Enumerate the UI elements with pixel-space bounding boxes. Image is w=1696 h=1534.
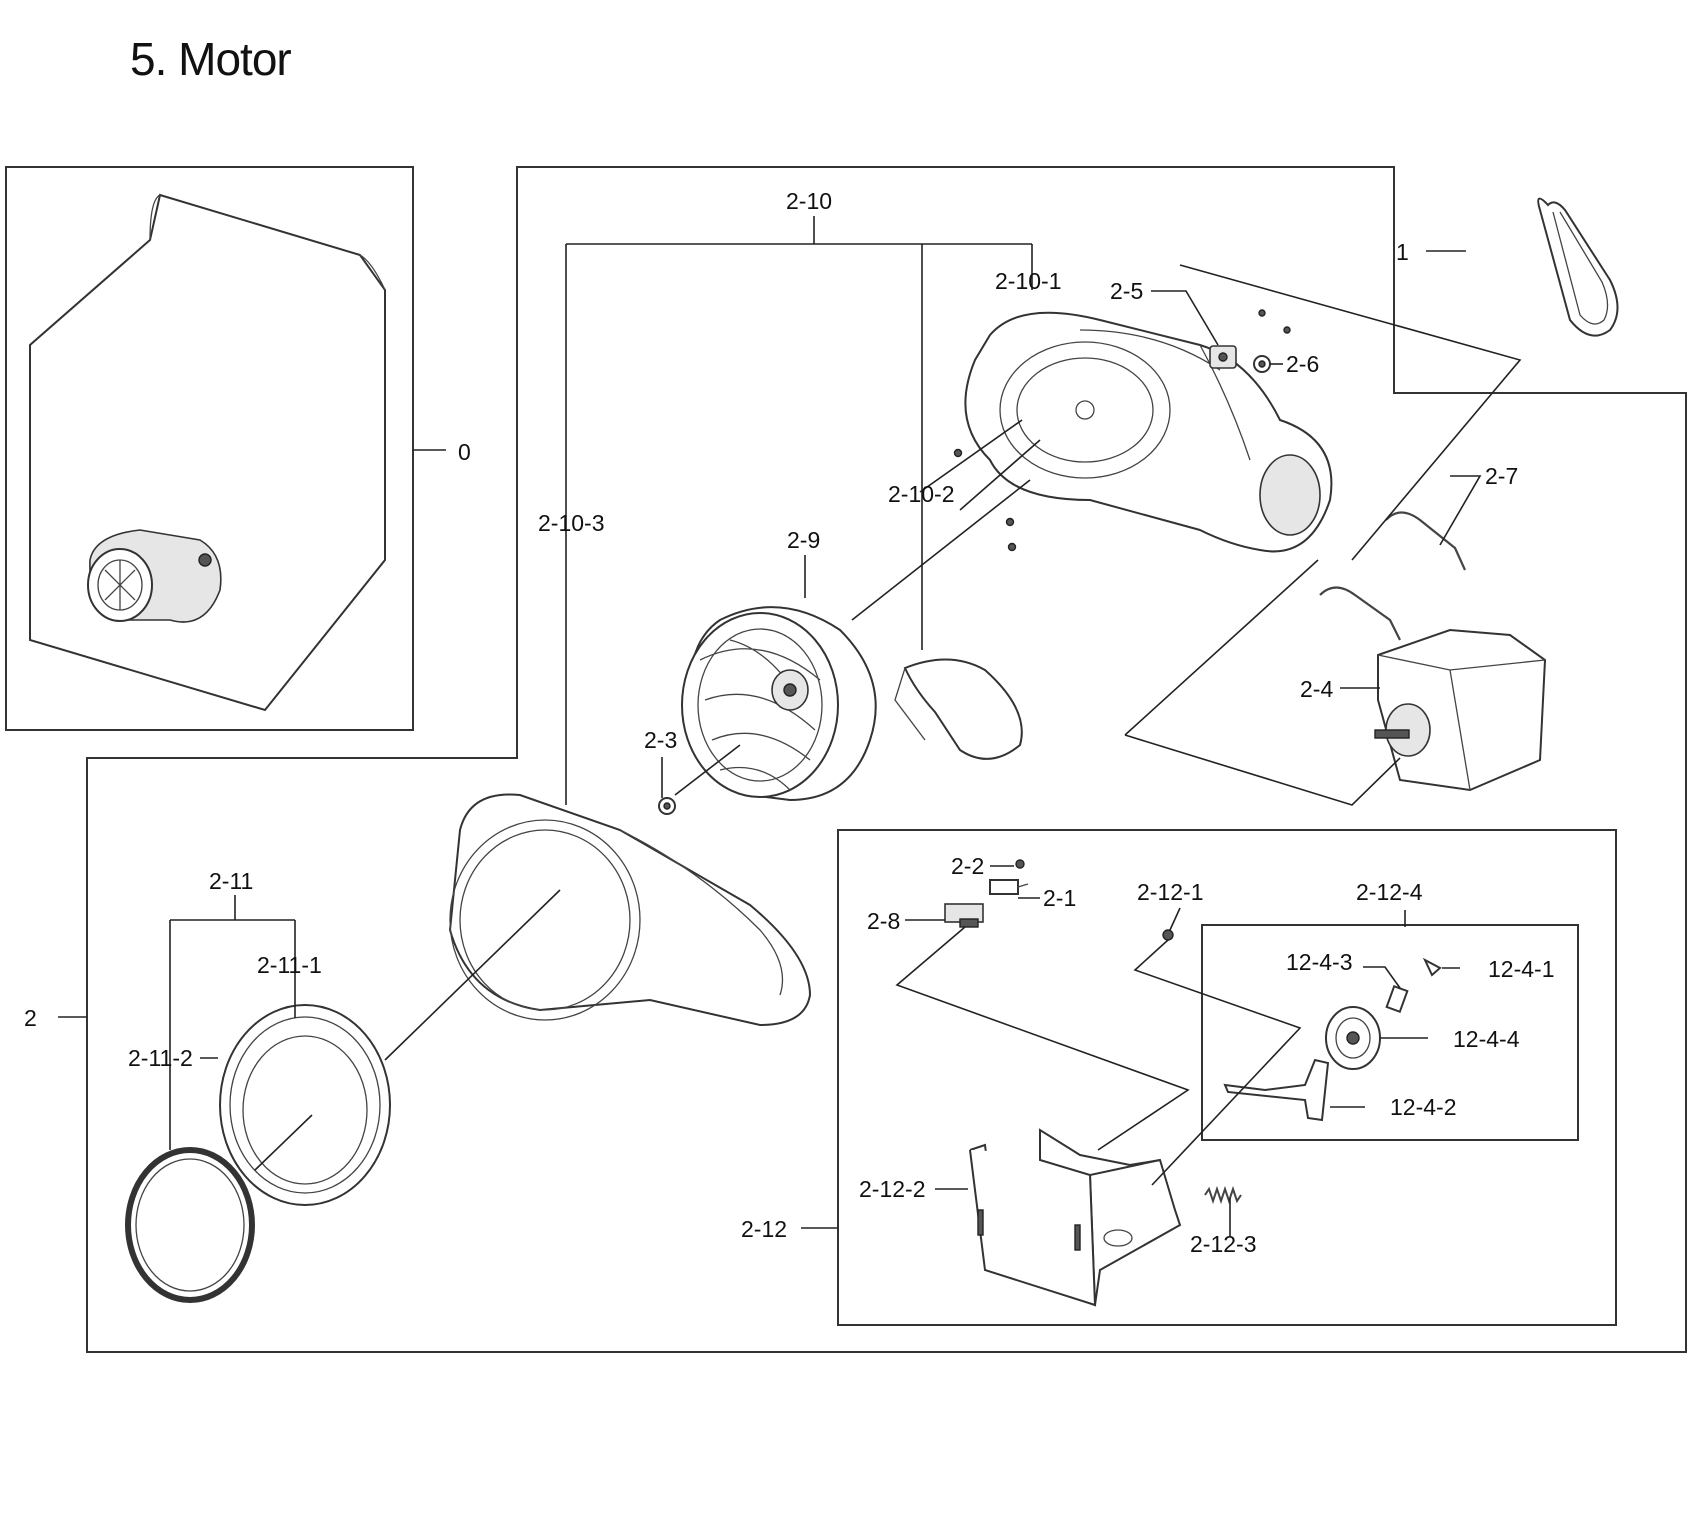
drive-belt-drawing [1537, 197, 1619, 337]
assembly-2-12-frame [837, 829, 1617, 1326]
label-2-10: 2-10 [786, 188, 832, 214]
label-2-8: 2-8 [867, 908, 900, 934]
dryer-cabinet-drawing [29, 193, 386, 712]
spring-2-12-3-drawing [1204, 1185, 1242, 1205]
rear-fan-housing-drawing [964, 311, 1333, 553]
label-2-5: 2-5 [1110, 278, 1143, 304]
assembly-0-frame [5, 166, 414, 731]
label-2-2: 2-2 [951, 853, 984, 879]
shaft-12-4-3-drawing [1385, 984, 1409, 1014]
seal-ring-2-11-2-drawing [125, 1147, 255, 1303]
label-2-12: 2-12 [741, 1216, 787, 1242]
screws-2-10-2-drawing [953, 309, 1291, 552]
screw-12-4-1-drawing [1422, 957, 1442, 977]
nut-2-3-drawing [658, 797, 676, 815]
nut-2-6-drawing [1253, 355, 1271, 373]
label-2-12-1: 2-12-1 [1137, 879, 1203, 905]
screw-2-12-1-drawing [1162, 929, 1174, 941]
idler-pulley-12-4-4-drawing [1325, 1006, 1381, 1070]
front-fan-housing-drawing [448, 793, 812, 1027]
label-12-4-2: 12-4-2 [1390, 1094, 1456, 1120]
assembly-2-frame [86, 166, 1687, 1353]
label-12-4-3: 12-4-3 [1286, 949, 1352, 975]
label-2-11: 2-11 [209, 868, 253, 894]
label-2-10-3: 2-10-3 [538, 510, 604, 536]
label-2-12-2: 2-12-2 [859, 1176, 925, 1202]
part-labels: 0 1 2 2-1 2-2 2-3 2-4 2-5 2-6 2-7 2-8 2-… [24, 188, 1554, 1257]
air-duct-2-10-2-drawing [894, 658, 1023, 760]
motor-bracket-2-5-drawing [1209, 345, 1237, 369]
leader-lines [58, 216, 1522, 1237]
label-0: 0 [458, 439, 471, 465]
label-2-3: 2-3 [644, 727, 677, 753]
label-2-7: 2-7 [1485, 463, 1518, 489]
label-2-11-2: 2-11-2 [128, 1045, 193, 1071]
label-2-11-1: 2-11-1 [257, 952, 322, 978]
front-cover-2-11-1-drawing [219, 1004, 391, 1206]
label-1: 1 [1396, 239, 1409, 265]
label-2-1: 2-1 [1043, 885, 1076, 911]
label-2-12-3: 2-12-3 [1190, 1231, 1256, 1257]
motor-2-4-drawing [1374, 628, 1547, 792]
motor-mount-bracket-2-12-2-drawing [969, 1128, 1182, 1307]
label-2-10-2: 2-10-2 [888, 481, 954, 507]
assembly-2-12-4-frame [1201, 924, 1579, 1141]
label-2-9: 2-9 [787, 527, 820, 553]
label-2-10-1: 2-10-1 [995, 268, 1061, 294]
label-2-6: 2-6 [1286, 351, 1319, 377]
label-2: 2 [24, 1005, 37, 1031]
page-title: 5. Motor [130, 33, 292, 85]
clamps-2-7-drawing [1319, 511, 1467, 641]
label-2-4: 2-4 [1300, 676, 1333, 702]
mini-motor-assembly [87, 529, 222, 623]
label-2-12-4: 2-12-4 [1356, 879, 1423, 905]
idler-bracket-12-4-2-drawing [1223, 1058, 1330, 1122]
bracket-2-8-drawing [944, 903, 984, 928]
label-12-4-4: 12-4-4 [1453, 1026, 1520, 1052]
label-12-4-1: 12-4-1 [1488, 956, 1554, 982]
screw-2-2-drawing [1015, 859, 1025, 869]
switch-2-1-drawing [989, 879, 1029, 895]
blower-wheel-2-9-drawing [681, 606, 877, 802]
